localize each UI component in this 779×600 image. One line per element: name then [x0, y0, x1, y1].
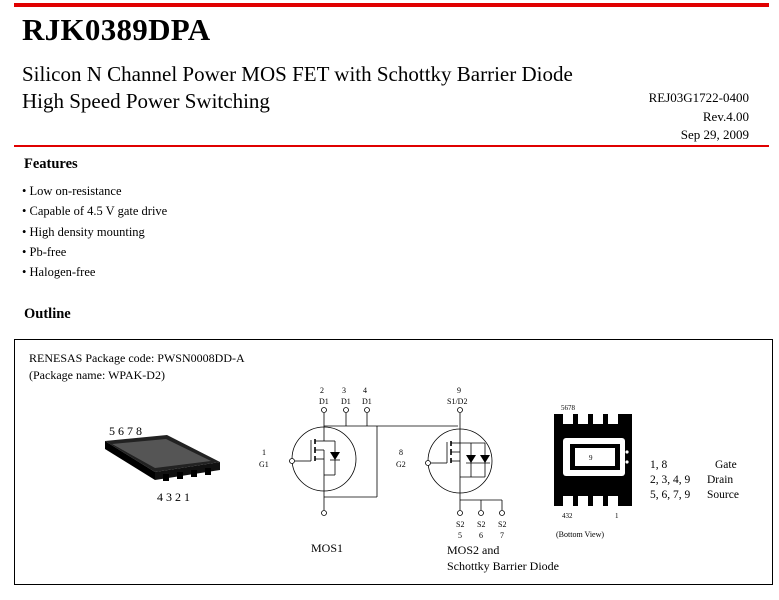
drain-label: D1 [319, 397, 329, 406]
package-code: RENESAS Package code: PWSN0008DD-A [29, 351, 245, 365]
svg-text:6: 6 [479, 531, 483, 540]
top-red-rule [14, 3, 769, 7]
svg-text:Drain: Drain [707, 474, 733, 486]
svg-text:9: 9 [457, 386, 461, 395]
features-list: Low on-resistance Capable of 4.5 V gate … [22, 181, 168, 282]
feature-item: Capable of 4.5 V gate drive [22, 201, 168, 221]
feature-item: Low on-resistance [22, 181, 167, 201]
svg-text:5, 6, 7, 9: 5, 6, 7, 9 [650, 489, 691, 501]
bottom-view-label: (Bottom View) [556, 530, 604, 539]
svg-text:432: 432 [562, 512, 573, 520]
document-number: REJ03G1722-0400 [648, 90, 749, 105]
feature-item: Pb-free [22, 242, 167, 262]
svg-text:8: 8 [399, 448, 403, 457]
gate-label: G2 [396, 460, 406, 469]
svg-text:3: 3 [342, 386, 346, 395]
svg-text:Source: Source [707, 489, 739, 501]
source-label: S2 [456, 520, 464, 529]
package-name: (Package name: WPAK-D2) [29, 368, 165, 382]
outline-box: RENESAS Package code: PWSN0008DD-A (Pack… [14, 339, 773, 585]
mos2-label-line-2: Schottky Barrier Diode [447, 559, 559, 573]
svg-text:1: 1 [615, 512, 619, 520]
svg-text:1: 1 [262, 448, 266, 457]
svg-text:5678: 5678 [561, 404, 576, 412]
source-label: S2 [498, 520, 506, 529]
mos2-label-line-1: MOS2 and [447, 543, 499, 557]
svg-text:9: 9 [589, 454, 593, 462]
gate-label: G1 [259, 460, 269, 469]
features-heading: Features [24, 156, 78, 172]
svg-text:Gate: Gate [715, 459, 737, 471]
mos1-label: MOS1 [311, 541, 343, 555]
publish-date: Sep 29, 2009 [680, 127, 749, 142]
revision: Rev.4.00 [702, 109, 749, 124]
subtitle-line-2: High Speed Power Switching [22, 89, 270, 113]
part-number-title: RJK0389DPA [22, 12, 211, 47]
package-3d-drawing: 5 6 7 8 4 3 2 1 [105, 424, 220, 504]
svg-text:1, 8: 1, 8 [650, 459, 668, 471]
outline-diagram: 5 6 7 8 4 3 2 1 2 3 4 D1 D1 D1 [105, 386, 739, 573]
subtitle-line-1: Silicon N Channel Power MOS FET with Sch… [22, 62, 573, 86]
feature-item: Halogen-free [22, 262, 167, 282]
pin-legend: 1, 8 Gate 2, 3, 4, 9 Drain 5, 6, 7, 9 So… [650, 459, 739, 501]
svg-text:5: 5 [458, 531, 462, 540]
package-top-pins: 5 6 7 8 [109, 424, 142, 438]
drain-label: D1 [362, 397, 372, 406]
outline-heading: Outline [24, 306, 71, 322]
mos1-symbol: 2 3 4 D1 D1 D1 [259, 386, 378, 516]
source-label: S2 [477, 520, 485, 529]
svg-text:2: 2 [320, 386, 324, 395]
header-red-rule [14, 145, 769, 147]
feature-item: High density mounting [22, 222, 167, 242]
package-bottom-pins: 4 3 2 1 [157, 490, 190, 504]
bottom-view-drawing: 5678 9 432 1 (Bottom View) [554, 404, 632, 539]
svg-text:2, 3, 4, 9: 2, 3, 4, 9 [650, 474, 691, 486]
s1-d2-label: S1/D2 [447, 397, 467, 406]
svg-text:7: 7 [500, 531, 504, 540]
svg-text:4: 4 [363, 386, 367, 395]
mos2-symbol: 9 S1/D2 8 G2 [396, 386, 506, 540]
drain-label: D1 [341, 397, 351, 406]
